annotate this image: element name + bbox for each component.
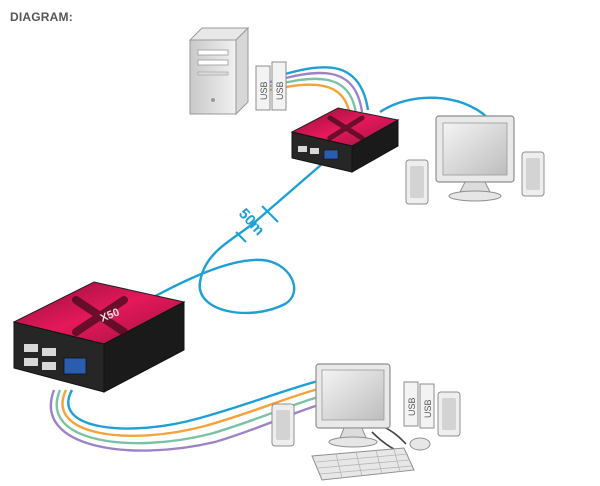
diagram-heading: DIAGRAM: [10, 10, 73, 24]
usb-plug-top-left: USB [255, 65, 271, 111]
usb-label: USB [275, 81, 285, 100]
speaker-top-right [521, 151, 545, 197]
mouse [409, 437, 431, 451]
monitor-bottom [315, 363, 391, 448]
keyboard [311, 447, 415, 481]
usb-label: USB [407, 397, 417, 416]
speaker-top-left [405, 159, 429, 205]
usb-label: USB [259, 81, 269, 100]
extender-unit-remote: X50 [12, 281, 186, 393]
cable-extension-50m [147, 163, 323, 315]
usb-label: USB [423, 399, 433, 418]
usb-plug-bottom-left: USB [403, 381, 419, 427]
speaker-bottom-left [271, 403, 295, 447]
usb-plug-top-right: USB [271, 61, 287, 111]
usb-plug-bottom-right: USB [419, 383, 435, 429]
speaker-bottom-right [437, 391, 461, 437]
monitor-top [435, 115, 515, 202]
distance-marker: 50m [235, 205, 279, 243]
cable-top-monitor [379, 96, 489, 119]
extender-unit-local [290, 107, 400, 173]
computer-tower [188, 26, 250, 116]
